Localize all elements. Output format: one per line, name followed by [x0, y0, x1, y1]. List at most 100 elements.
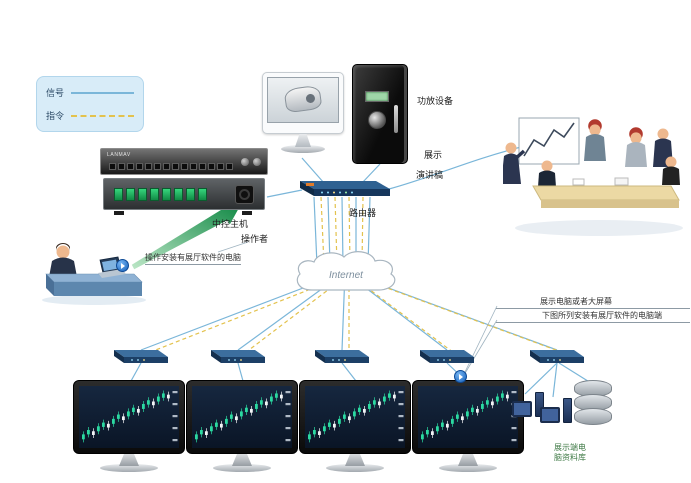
workstation-tower [563, 398, 572, 423]
screen-device-graphic [283, 84, 323, 114]
legend-signal-label: 信号 [46, 88, 65, 98]
rack-fan [235, 185, 254, 204]
monitor-bezel [73, 380, 185, 454]
database-disk [574, 408, 612, 425]
monitor-base [100, 464, 158, 472]
legend-command-label: 指令 [46, 111, 65, 121]
legend-signal-row: 信号 [46, 86, 134, 99]
database-stack [574, 380, 612, 425]
operator-graphic [42, 243, 146, 305]
imac-base [281, 145, 325, 153]
desk-front [54, 282, 142, 296]
operator-label: 操作者 [241, 234, 269, 244]
amplifier-label: 功放设备 [417, 96, 454, 106]
display-monitor-1 [73, 380, 185, 472]
meeting-table [532, 185, 680, 201]
central-host-label: 中控主机 [212, 219, 249, 229]
whiteboard [518, 117, 580, 165]
man-sitting-left-body [538, 170, 556, 187]
rack-ports [109, 163, 233, 170]
monitor-bezel [412, 380, 524, 454]
floor-shadow [515, 220, 683, 236]
candlestick-chart [418, 386, 518, 448]
legend-signal-line-sample [71, 91, 134, 94]
display-monitor-4 [412, 380, 524, 472]
router-device [298, 178, 392, 205]
presentation-label-1: 展示 [424, 150, 443, 160]
candlestick-chart [79, 386, 179, 448]
rack-unit-matrix: LANMAV [100, 148, 268, 175]
monitor-base [326, 464, 384, 472]
meeting-graphic [501, 117, 683, 236]
cloud-graphic: Internet [296, 251, 396, 291]
pointer-badge-switch [454, 370, 467, 383]
woman1-body [584, 134, 606, 161]
display-workstation-1 [512, 392, 544, 417]
monitor-bezel [186, 380, 298, 454]
woman2-head [630, 132, 642, 144]
workstation-monitor [540, 407, 560, 423]
presenter-body [501, 153, 521, 184]
imac-bezel [262, 72, 344, 134]
rack-brand-label: LANMAV [107, 152, 131, 158]
switch-2 [209, 348, 267, 371]
router-graphic [300, 181, 390, 196]
candlestick-chart [192, 386, 292, 448]
display-monitor-2 [186, 380, 298, 472]
workstation-monitor [512, 401, 532, 417]
internet-cloud: Internet [290, 246, 402, 305]
table-item [614, 177, 629, 186]
monitor-base [439, 464, 497, 472]
internet-label: Internet [329, 270, 364, 281]
legend-command-line-sample [71, 114, 134, 117]
operator-workstation [36, 234, 154, 311]
display-note-line1: 展示电脑或者大屏幕 [496, 296, 690, 309]
monitor-stand [119, 454, 139, 466]
man-sitting-right-body [662, 166, 680, 185]
switch-3 [313, 348, 371, 371]
pointer-badge-operator [116, 259, 129, 272]
imac-stand [295, 134, 311, 147]
switch-5 [528, 348, 586, 371]
monitor-stand [232, 454, 252, 466]
database-label-line2: 脑资料库 [554, 453, 586, 462]
monitor-stand [345, 454, 365, 466]
monitor-bezel [299, 380, 411, 454]
monitor-stand [458, 454, 478, 466]
display-note-line2: 下图所列安装有展厅软件的电脑端 [496, 310, 690, 323]
woman2-body [625, 142, 647, 167]
operator-note: 操作安装有展厅软件的电脑 [145, 252, 241, 265]
switch-1 [112, 348, 170, 371]
operator-arrow [131, 205, 240, 270]
amplifier-display [365, 91, 389, 102]
desk-top [45, 273, 143, 283]
meeting-room [501, 106, 689, 243]
man-sitting-right-head [665, 156, 677, 168]
amplifier-dial [368, 111, 386, 129]
imac-screen [267, 77, 339, 123]
workstation-tower [535, 392, 544, 417]
monitor-base [213, 464, 271, 472]
router-label: 路由器 [349, 208, 377, 218]
database-label: 展示端电 脑资料库 [544, 443, 596, 463]
amplifier-handle [394, 105, 398, 133]
presenter-head [505, 142, 517, 154]
database-label-line1: 展示端电 [554, 443, 586, 452]
switch-4 [418, 348, 476, 371]
operator-head [56, 245, 70, 259]
legend: 信号 指令 [36, 76, 144, 132]
woman1-head [589, 124, 601, 136]
legend-command-row: 指令 [46, 109, 134, 122]
display-monitor-3 [299, 380, 411, 472]
amplifier-device [352, 64, 408, 164]
rack-unit-controller [103, 178, 265, 210]
candlestick-chart [305, 386, 405, 448]
rack-green-ports [114, 188, 207, 201]
man-standing-head [657, 128, 669, 140]
display-workstation-2 [540, 398, 572, 423]
table-item [572, 178, 585, 186]
whiteboard-chart [523, 122, 575, 157]
central-control-rack: LANMAV [100, 148, 268, 215]
rack-knobs [241, 158, 261, 166]
